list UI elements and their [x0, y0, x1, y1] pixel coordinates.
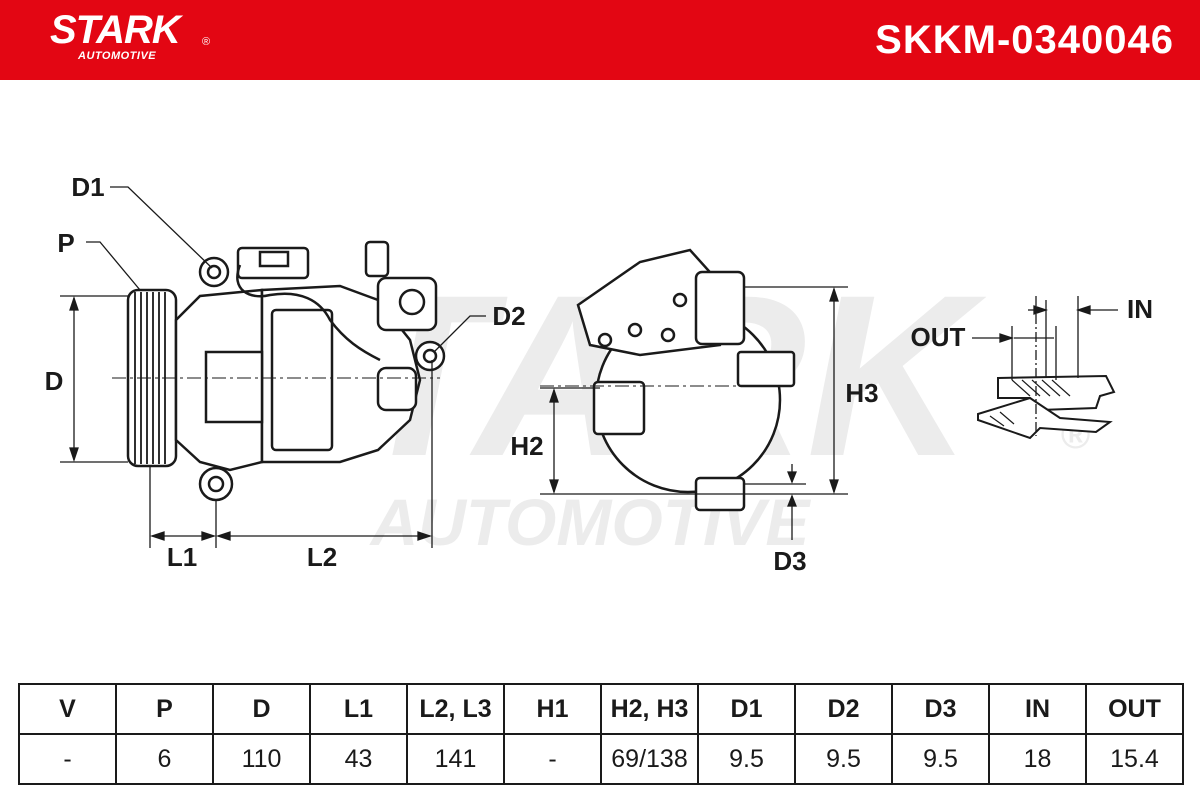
label-h3: H3: [845, 378, 878, 408]
label-out: OUT: [911, 322, 966, 352]
mount-hole-bottom: [207, 475, 225, 493]
specs-header-cell: D3: [891, 683, 990, 735]
specs-header-row: V P D L1 L2, L3 H1 H2, H3 D1 D2 D3 IN OU…: [18, 683, 1184, 735]
specs-header-cell: P: [115, 683, 214, 735]
rear-top-fitting: [694, 270, 746, 346]
specs-value-row: - 6 110 43 141 - 69/138 9.5 9.5 9.5 18 1…: [18, 733, 1184, 785]
specs-value-cell: 9.5: [891, 733, 990, 785]
label-l2: L2: [307, 542, 337, 572]
sensor-housing: [376, 366, 418, 412]
body-rib: [270, 308, 334, 452]
specs-header-cell: IN: [988, 683, 1087, 735]
specs-value-cell: -: [18, 733, 117, 785]
label-d1: D1: [71, 172, 104, 202]
specs-value-cell: 9.5: [794, 733, 893, 785]
label-p: P: [57, 228, 74, 258]
brand-logo: STARK ® AUTOMOTIVE: [50, 8, 210, 62]
mount-hole-d1: [206, 264, 222, 280]
label-d: D: [45, 366, 64, 396]
rear-bolt-1: [597, 332, 613, 348]
technical-drawing: STARK AUTOMOTIVE ®: [45, 172, 1153, 576]
rear-port-right: [736, 350, 796, 388]
specs-header-cell: H2, H3: [600, 683, 699, 735]
rear-view-dimensions: [540, 286, 848, 540]
specs-value-cell: 110: [212, 733, 311, 785]
rear-port-left: [592, 380, 646, 436]
connector-wire: [236, 264, 381, 362]
side-view-dimensions: [60, 186, 486, 548]
specs-value-cell: 15.4: [1085, 733, 1184, 785]
brand-name: STARK: [50, 8, 181, 52]
specs-header-cell: D: [212, 683, 311, 735]
specs-value-cell: 43: [309, 733, 408, 785]
specs-value-cell: 69/138: [600, 733, 699, 785]
specs-header-cell: L2, L3: [406, 683, 505, 735]
specs-header-cell: V: [18, 683, 117, 735]
port-dimensions: [972, 296, 1118, 436]
specs-header-cell: OUT: [1085, 683, 1184, 735]
label-d2: D2: [492, 301, 525, 331]
specs-header-cell: D1: [697, 683, 796, 735]
body-panel: [204, 350, 264, 424]
specs-table: V P D L1 L2, L3 H1 H2, H3 D1 D2 D3 IN OU…: [18, 683, 1184, 785]
rear-bolt-4: [672, 292, 688, 308]
rear-bolt-3: [660, 327, 676, 343]
specs-value-cell: 9.5: [697, 733, 796, 785]
brand-registered-mark: ®: [202, 36, 211, 48]
connector-latch: [258, 250, 290, 268]
label-l1: L1: [167, 542, 197, 572]
specs-value-cell: 6: [115, 733, 214, 785]
specs-value-cell: 141: [406, 733, 505, 785]
specs-header-cell: D2: [794, 683, 893, 735]
mount-hole-d2: [422, 348, 438, 364]
specs-header-cell: L1: [309, 683, 408, 735]
section-flange: [977, 396, 1113, 440]
compressor-side-view: [126, 240, 446, 502]
label-d3: D3: [773, 546, 806, 576]
part-number: SKKM-0340046: [875, 18, 1174, 62]
label-h2: H2: [510, 431, 543, 461]
brand-subtitle: AUTOMOTIVE: [78, 50, 157, 62]
service-valve: [364, 240, 390, 278]
port-section-detail: [977, 374, 1116, 440]
specs-header-cell: H1: [503, 683, 602, 735]
rear-bolt-2: [627, 322, 643, 338]
header-bar: STARK ® AUTOMOTIVE SKKM-0340046: [0, 0, 1200, 80]
label-in: IN: [1127, 294, 1153, 324]
specs-value-cell: -: [503, 733, 602, 785]
port-opening: [398, 288, 426, 316]
specs-value-cell: 18: [988, 733, 1087, 785]
